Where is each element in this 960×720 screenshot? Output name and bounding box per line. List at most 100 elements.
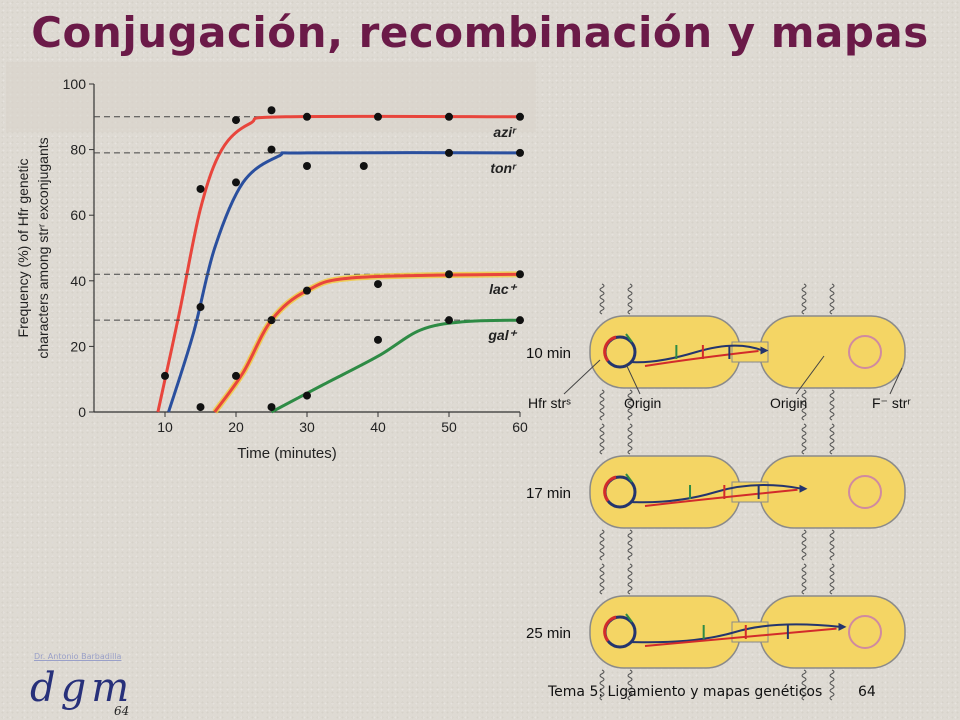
footer-topic: Tema 5: Ligamiento y mapas genéticos [548,684,823,700]
data-point [445,148,453,157]
data-point [267,316,276,325]
x-axis-label: Time (minutes) [237,445,336,462]
data-point [161,371,169,380]
origin-right-label: Origin [770,395,807,411]
pilus [599,389,605,421]
data-point [516,270,524,279]
pilus [801,283,807,315]
origin-left-label: Origin [624,395,661,411]
origin-right-pointer [795,355,825,395]
slide-title: Conjugación, recombinación y mapas [31,8,929,57]
pilus [599,283,605,315]
data-point [196,403,205,412]
data-point [196,184,205,193]
dgm-logo: dgm [30,665,135,711]
y-tick-label: 60 [70,207,86,223]
series-label: gal⁺ [487,327,517,343]
x-tick-label: 50 [441,419,457,435]
data-point [232,371,240,380]
transferred-dna [629,623,841,644]
author-link[interactable]: Dr. Antonio Barbadilla [34,652,122,661]
data-point [303,112,311,121]
dna-arrowhead [760,346,769,355]
data-point [359,162,368,170]
scan-noise-band [6,62,536,132]
hfr-chromosome-red-arc [603,335,617,362]
series-label: tonʳ [490,160,517,176]
time-label: 10 min [526,345,571,362]
marker-tick [625,473,633,483]
pilus [801,389,807,421]
x-tick-label: 20 [228,419,244,435]
series-label: aziʳ [493,124,517,140]
pilus [599,563,605,595]
data-point [374,112,382,121]
data-point [267,403,276,412]
transferred-dna-red [644,350,759,367]
transferred-dna [629,344,763,364]
transferred-dna-red [644,627,837,647]
data-point [516,316,524,325]
pilus [829,563,835,595]
time-label: 25 min [526,625,571,642]
pilus [801,423,807,455]
pilus [599,529,605,561]
series-line [167,151,521,413]
footer-page-number: 64 [858,684,876,700]
pilus [829,283,835,315]
series-line [213,272,521,413]
time-label: 17 min [526,485,571,502]
data-point [516,112,524,121]
f-minus-chromosome [848,615,882,649]
y-tick-label: 80 [70,142,86,158]
x-tick-label: 30 [299,419,315,435]
y-tick-label: 20 [70,338,86,354]
f-minus-chromosome [848,475,882,509]
pilus [829,669,835,701]
data-point [196,303,205,312]
data-point [267,145,276,154]
data-point [445,112,453,121]
pilus [829,389,835,421]
dna-arrowhead [838,622,847,631]
y-axis-label: Frequency (%) of Hfr genetic [15,159,31,338]
series-glow [212,271,521,414]
hfr-cell [589,315,741,389]
hfr-pointer [563,359,601,395]
y-tick-label: 40 [70,273,86,289]
hfr-chromosome-red-arc [603,475,617,502]
x-tick-label: 10 [157,419,173,435]
series-label: lac⁺ [489,281,517,297]
x-tick-label: 60 [512,419,528,435]
data-point [445,270,453,279]
hfr-label: Hfr strˢ [528,395,571,411]
transferred-dna [629,484,802,504]
pilus [801,563,807,595]
pilus [627,283,633,315]
f-minus-cell [759,595,906,669]
series-line [270,318,521,414]
y-tick-label: 0 [78,404,86,420]
data-point [374,280,382,289]
pilus [801,669,807,701]
f-minus-cell [759,315,906,389]
data-point [232,116,240,125]
hfr-cell [589,595,741,669]
marker-tick [625,613,633,623]
pilus [627,529,633,561]
data-point [303,391,311,400]
pilus [829,423,835,455]
marker-tick [625,333,633,343]
pilus [627,423,633,455]
x-tick-label: 40 [370,419,386,435]
pilus [829,529,835,561]
f-minus-label: F⁻ strʳ [872,395,911,411]
data-point [303,286,311,295]
f-minus-pointer [889,367,903,395]
dna-arrowhead [799,484,808,493]
pilus [627,389,633,421]
pilus [627,563,633,595]
y-axis-label: characters among strʳ exconjugants [35,137,51,358]
